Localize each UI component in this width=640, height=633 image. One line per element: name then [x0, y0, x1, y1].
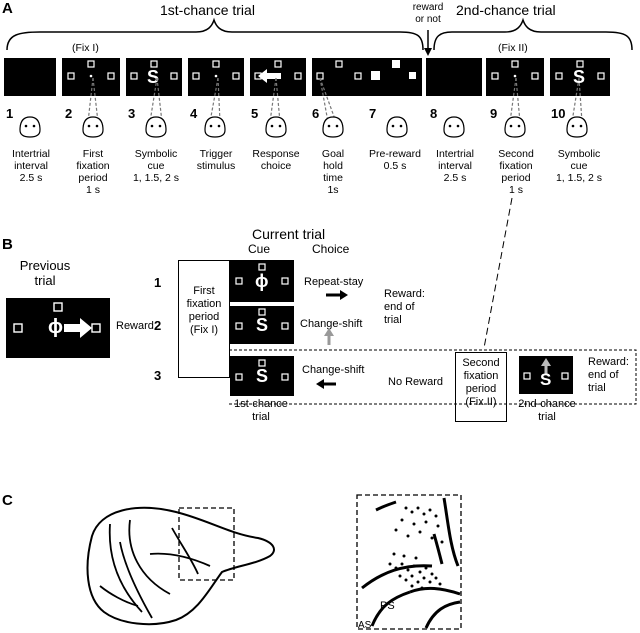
step-num-7: 7 — [369, 106, 377, 121]
frame-4-trigger — [192, 60, 240, 80]
frame-3-cue-symbol: S — [147, 67, 160, 87]
step-num-2: 2 — [65, 106, 73, 121]
second-chance-cue-symbol: S — [540, 370, 552, 389]
step-num-4: 4 — [190, 106, 198, 121]
cue-symbol-3: S — [256, 366, 269, 386]
frame-5 — [250, 58, 306, 96]
frame-7-prereward — [371, 60, 416, 80]
arrow-right-icon — [326, 290, 348, 300]
reward-end-label: Reward: end of trial — [384, 288, 425, 326]
frame-6 — [312, 58, 366, 96]
frame-9-targets — [491, 60, 539, 80]
step-caption-5: Response choice — [252, 148, 300, 172]
fix1-label: (Fix I) — [72, 42, 99, 54]
trial-braces — [6, 17, 633, 56]
frame-8 — [426, 58, 482, 96]
choice-header: Choice — [312, 242, 350, 256]
previous-cue-symbol: ϕ — [48, 316, 63, 338]
cue-symbol-1: ϕ — [255, 271, 269, 291]
step-num-8: 8 — [430, 106, 438, 121]
second-chance-screen: S — [519, 356, 573, 394]
fix2-label: (Fix II) — [498, 42, 528, 54]
cue-screen-2: S — [230, 306, 294, 344]
brain-drawing — [86, 506, 275, 626]
frame-10-cue-symbol: S — [573, 67, 586, 87]
step-caption-7: Pre-reward 0.5 s — [369, 148, 421, 172]
step-caption-1: Intertrial interval 2.5 s — [12, 148, 50, 184]
frame-3-cue — [130, 60, 178, 80]
frame-5-choice-arrow — [254, 60, 302, 83]
frame-10-cue — [555, 60, 605, 80]
first-fixation-box-label: First fixation period (Fix I) — [186, 285, 222, 336]
frame-4 — [188, 58, 244, 96]
second-fixation-box — [455, 352, 507, 422]
step-num-9: 9 — [490, 106, 498, 121]
first-chance-trial-title: 1st-chance trial — [160, 2, 255, 18]
recording-site-inset — [356, 494, 462, 630]
second-fixation-box-label: Second fixation period (Fix II) — [462, 357, 500, 408]
first-trial-brace — [6, 17, 424, 51]
previous-trial-label: Previous trial — [19, 258, 71, 288]
step-num-5: 5 — [251, 106, 259, 121]
row-num-3: 3 — [154, 368, 162, 383]
step-caption-3: Symbolic cue 1, 1.5, 2 s — [132, 148, 180, 184]
first-fixation-box — [178, 260, 230, 378]
cue-header: Cue — [248, 242, 271, 256]
step-caption-2: First fixation period 1 s — [76, 148, 110, 196]
step-caption-9: Second fixation period 1 s — [498, 148, 534, 196]
second-chance-trial-label: 2nd-chance trial — [518, 398, 576, 423]
no-reward-label: No Reward — [388, 376, 444, 388]
cue-screen-3: S — [230, 356, 294, 396]
panel-c-label: C — [2, 492, 13, 509]
fix2-connector — [483, 197, 513, 349]
reward-or-not-label: reward or not — [412, 2, 444, 25]
cue-screen-1: ϕ — [230, 260, 294, 302]
second-chance-trial-title: 2nd-chance trial — [456, 2, 556, 18]
panel-b-label: B — [2, 236, 13, 253]
frame-3: S — [126, 58, 182, 96]
previous-reward-label: Reward — [116, 320, 154, 332]
cue-symbol-2: S — [256, 315, 269, 335]
step-caption-10: Symbolic cue 1, 1.5, 2 s — [555, 148, 603, 184]
choice-label-3: Change-shift — [302, 364, 365, 376]
step-caption-6: Goal hold time 1s — [321, 148, 345, 196]
ps-label: PS — [380, 600, 395, 612]
step-caption-4: Trigger stimulus — [196, 148, 236, 172]
second-trial-brace — [433, 17, 633, 51]
step-num-6: 6 — [312, 106, 320, 121]
frame-7 — [366, 58, 422, 96]
reward-arrow-head — [424, 48, 432, 56]
arrow-up-icon — [324, 328, 334, 345]
step-num-3: 3 — [128, 106, 136, 121]
monkey-head-icons — [19, 116, 588, 138]
choice-label-1: Repeat-stay — [304, 276, 364, 288]
choice-label-2: Change-shift — [300, 318, 363, 330]
step-caption-8: Intertrial interval 2.5 s — [436, 148, 474, 184]
frame-1 — [4, 58, 56, 96]
arrow-left-icon — [316, 379, 336, 389]
frame-2 — [62, 58, 120, 96]
frame-2-targets — [67, 60, 115, 80]
current-trial-title: Current trial — [252, 226, 326, 242]
step-num-10: 10 — [551, 106, 566, 121]
reward-end-label-2: Reward: end of trial — [588, 356, 629, 394]
panel-a-label: A — [2, 0, 13, 17]
row-num-2: 2 — [154, 318, 162, 333]
step-num-1: 1 — [6, 106, 14, 121]
row-num-1: 1 — [154, 275, 162, 290]
as-label: AS — [358, 620, 372, 631]
gaze-lines — [19, 77, 588, 138]
previous-trial-screen: ϕ — [6, 298, 110, 358]
